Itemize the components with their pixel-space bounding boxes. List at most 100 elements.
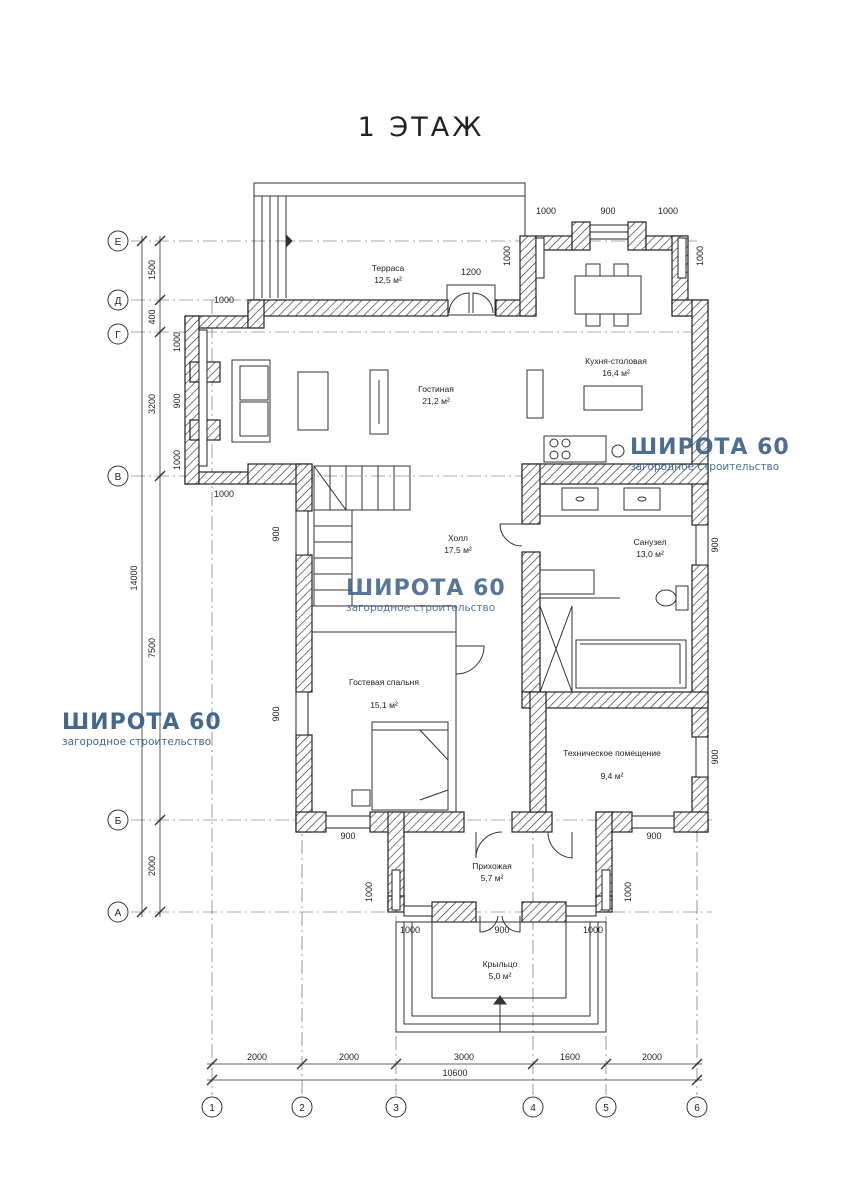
axis-bubbles-numbers xyxy=(201,1096,708,1118)
watermark-logo: ШИРОТА 60 загородное строительство xyxy=(62,712,222,748)
bottom-dimension-lines xyxy=(206,1058,703,1086)
dim-kitchen-top-1: 1000 xyxy=(536,206,556,216)
axis-label-v: В xyxy=(115,472,122,483)
axis-bubble-6 xyxy=(686,1096,708,1118)
room-kitchen-name: Кухня-столовая xyxy=(585,356,647,366)
dim-kitchen-top-3: 1000 xyxy=(658,206,678,216)
axis-bubbles-letters xyxy=(107,230,129,923)
axis-label-d: Д xyxy=(115,296,122,307)
dim-terrace-door: 1200 xyxy=(461,267,481,277)
dim-window-guest: 900 xyxy=(271,706,281,721)
dim-living-side-3: 1000 xyxy=(172,450,182,470)
room-hall-name: Холл xyxy=(448,533,468,543)
watermark-brand: ШИРОТА 60 xyxy=(62,710,222,735)
terrace-door xyxy=(446,284,496,316)
porch xyxy=(395,921,607,1033)
dim-porch-mid: 900 xyxy=(494,925,509,935)
doors xyxy=(455,523,573,933)
dim-left-7500: 7500 xyxy=(147,638,157,658)
watermark-logo: ШИРОТА 60 загородное строительство xyxy=(346,578,506,614)
bath-furniture xyxy=(539,487,689,689)
room-bath-area: 13,0 м² xyxy=(636,549,664,559)
axis-bubble-b xyxy=(107,809,129,831)
room-guest-area: 15,1 м² xyxy=(370,700,398,710)
dim-left-3200: 3200 xyxy=(147,394,157,414)
axis-bubble-d xyxy=(107,289,129,311)
axis-label-b: Б xyxy=(115,816,122,827)
axis-bubble-e xyxy=(107,230,129,252)
axis-bubble-4 xyxy=(522,1096,544,1118)
axis-label-3: 3 xyxy=(393,1103,399,1114)
dim-window-hall: 900 xyxy=(271,526,281,541)
watermark-brand: ШИРОТА 60 xyxy=(346,576,506,601)
page-title: 1 ЭТАЖ xyxy=(357,112,485,143)
watermark-tagline: загородное строительство xyxy=(346,602,496,614)
dim-kitchen-side: 1000 xyxy=(502,246,512,266)
dim-left-2000: 2000 xyxy=(147,856,157,876)
dim-bottom-total: 10600 xyxy=(442,1068,467,1078)
dim-living-side-2: 900 xyxy=(172,393,182,408)
axis-label-6: 6 xyxy=(694,1103,700,1114)
axis-label-5: 5 xyxy=(603,1103,609,1114)
dim-entry-right: 1000 xyxy=(623,882,633,902)
watermark-tagline: загородное строительство xyxy=(630,461,780,473)
dim-bottom-5: 2000 xyxy=(642,1052,662,1062)
dim-living-side-1: 1000 xyxy=(172,332,182,352)
axis-label-4: 4 xyxy=(530,1103,536,1114)
dim-porch-right: 1000 xyxy=(583,925,603,935)
room-entry-area: 5,7 м² xyxy=(481,873,504,883)
dim-left-1500: 1500 xyxy=(147,260,157,280)
axis-label-1: 1 xyxy=(209,1103,215,1114)
axis-bubble-1 xyxy=(201,1096,223,1118)
dim-bottom-2: 2000 xyxy=(339,1052,359,1062)
dim-kitchen-side-right: 1000 xyxy=(695,246,705,266)
partitions xyxy=(312,515,692,812)
watermark-brand: ШИРОТА 60 xyxy=(630,435,790,460)
dim-window-tech: 900 xyxy=(710,749,720,764)
room-entry-name: Прихожая xyxy=(472,861,512,871)
dim-bottom-1: 2000 xyxy=(247,1052,267,1062)
dim-window-bath: 900 xyxy=(710,537,720,552)
dim-living-bottom: 1000 xyxy=(214,489,234,499)
axis-label-g: Г xyxy=(115,330,121,341)
room-living-name: Гостиная xyxy=(418,384,454,394)
axis-label-a: А xyxy=(115,908,122,919)
dim-bottom-4: 1600 xyxy=(560,1052,580,1062)
kitchen-furniture xyxy=(543,263,643,463)
room-terrace-name: Терраса xyxy=(372,263,405,273)
walls xyxy=(184,221,709,923)
axis-bubble-a xyxy=(107,901,129,923)
axis-bubble-5 xyxy=(595,1096,617,1118)
dim-left-400: 400 xyxy=(147,309,157,324)
axis-bubble-2 xyxy=(291,1096,313,1118)
watermark-tagline: загородное строительство xyxy=(62,736,212,748)
room-bath-name: Санузел xyxy=(633,537,666,547)
watermark-logo: ШИРОТА 60 загородное строительство xyxy=(630,437,790,473)
room-porch-name: Крыльцо xyxy=(483,959,518,969)
bed xyxy=(351,721,449,811)
dim-window-bottom-right: 900 xyxy=(646,831,661,841)
axis-bubble-3 xyxy=(385,1096,407,1118)
room-porch-area: 5,0 м² xyxy=(489,971,512,981)
room-living-area: 21,2 м² xyxy=(422,396,450,406)
stairs xyxy=(313,465,411,607)
room-hall-area: 17,5 м² xyxy=(444,545,472,555)
room-guest-name: Гостевая спальня xyxy=(349,677,419,687)
left-dimension-lines xyxy=(136,235,166,918)
dim-window-bottom-left: 900 xyxy=(340,831,355,841)
living-furniture xyxy=(231,359,544,443)
dim-left-total: 14000 xyxy=(129,565,139,590)
room-tech-area: 9,4 м² xyxy=(601,771,624,781)
room-tech-name: Техническое помещение xyxy=(563,748,661,758)
axis-label-e: Е xyxy=(115,237,122,248)
dim-kitchen-top-2: 900 xyxy=(600,206,615,216)
room-terrace-area: 12,5 м² xyxy=(374,275,402,285)
windows xyxy=(198,224,709,917)
axis-bubble-g xyxy=(107,323,129,345)
axis-bubble-v xyxy=(107,465,129,487)
dim-porch-left: 1000 xyxy=(400,925,420,935)
axis-label-2: 2 xyxy=(299,1103,305,1114)
room-kitchen-area: 16,4 м² xyxy=(602,368,630,378)
dim-living-top: 1000 xyxy=(214,295,234,305)
